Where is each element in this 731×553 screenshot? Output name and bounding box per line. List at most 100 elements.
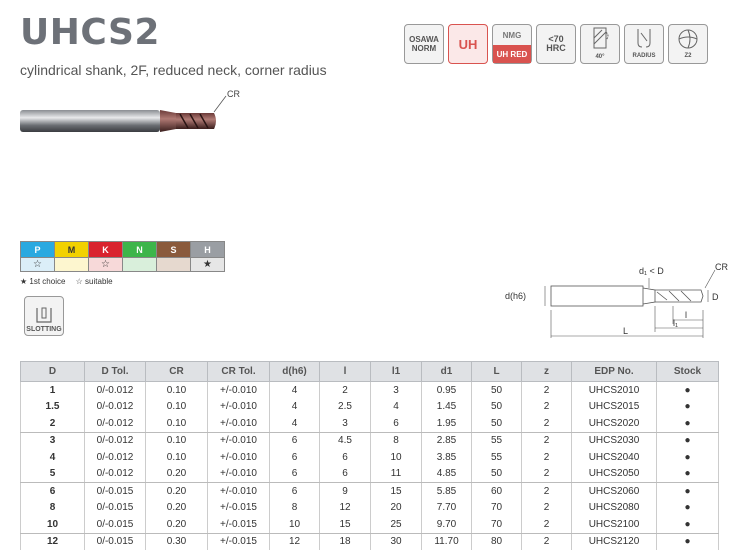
table-cell: 0.10 bbox=[145, 415, 208, 433]
table-cell: 0.20 bbox=[145, 482, 208, 500]
product-title: UHCS2 bbox=[20, 12, 160, 53]
table-cell: 0/-0.015 bbox=[84, 499, 146, 516]
table-cell: 4.85 bbox=[421, 465, 472, 483]
table-cell: 12 bbox=[319, 499, 371, 516]
cr-label: CR bbox=[227, 89, 240, 99]
table-cell: ● bbox=[656, 482, 719, 500]
table-cell: 15 bbox=[370, 482, 422, 500]
table-cell: 8 bbox=[269, 499, 320, 516]
hrc-badge: <70 HRC bbox=[536, 24, 576, 64]
table-cell: +/-0.010 bbox=[207, 482, 270, 500]
material-m: M bbox=[54, 241, 89, 258]
material-n: N bbox=[122, 241, 157, 258]
norm-label: NORM bbox=[411, 44, 437, 53]
flutes-badge: Z2 bbox=[668, 24, 708, 64]
slotting-icon bbox=[36, 307, 52, 323]
hrc-value: <70 bbox=[548, 34, 564, 44]
flutes-label: Z2 bbox=[684, 53, 692, 59]
table-cell: 50 bbox=[471, 415, 522, 433]
table-cell: 2 bbox=[20, 415, 85, 433]
table-cell: 80 bbox=[471, 533, 522, 550]
table-cell: 6 bbox=[269, 465, 320, 483]
table-cell: UHCS2040 bbox=[571, 449, 657, 466]
table-cell: 10 bbox=[269, 516, 320, 534]
table-cell: 0/-0.012 bbox=[84, 432, 146, 449]
table-cell: 9 bbox=[319, 482, 371, 500]
label-l: l bbox=[685, 310, 687, 320]
table-cell: 7.70 bbox=[421, 499, 472, 516]
table-cell: UHCS2015 bbox=[571, 398, 657, 415]
table-cell: 0.20 bbox=[145, 465, 208, 483]
table-cell: 6 bbox=[319, 449, 371, 466]
col-l1: l1 bbox=[370, 361, 422, 382]
table-cell: 0/-0.015 bbox=[84, 533, 146, 550]
col-edp: EDP No. bbox=[571, 361, 657, 382]
col-l: l bbox=[319, 361, 371, 382]
table-cell: 12 bbox=[20, 533, 85, 550]
spec-header-row: D D Tol. CR CR Tol. d(h6) l l1 d1 L z ED… bbox=[20, 361, 719, 382]
table-cell: 25 bbox=[370, 516, 422, 534]
radius-label: RADIUS bbox=[632, 53, 656, 59]
table-cell: 11 bbox=[370, 465, 422, 483]
table-cell: 6 bbox=[269, 482, 320, 500]
table-cell: ● bbox=[656, 432, 719, 449]
table-cell: 4 bbox=[269, 381, 320, 399]
table-cell: 30 bbox=[370, 533, 422, 550]
table-cell: 0.10 bbox=[145, 432, 208, 449]
table-cell: 0/-0.012 bbox=[84, 381, 146, 399]
label-L: L bbox=[623, 326, 628, 336]
nmg-label: NMG bbox=[502, 30, 522, 40]
col-z: z bbox=[521, 361, 572, 382]
table-cell: 50 bbox=[471, 465, 522, 483]
end-mill-image: CR bbox=[20, 89, 240, 132]
table-cell: ● bbox=[656, 465, 719, 483]
label-d1: d₁ < D bbox=[639, 266, 664, 276]
table-cell: 4 bbox=[370, 398, 422, 415]
table-cell: +/-0.010 bbox=[207, 381, 270, 399]
table-cell: 2 bbox=[521, 533, 572, 550]
col-cr-tol: CR Tol. bbox=[207, 361, 270, 382]
table-cell: +/-0.010 bbox=[207, 449, 270, 466]
product-subtitle: cylindrical shank, 2F, reduced neck, cor… bbox=[20, 62, 327, 78]
table-cell: 0.30 bbox=[145, 533, 208, 550]
table-cell: 11.70 bbox=[421, 533, 472, 550]
material-p-rating: ☆ bbox=[20, 257, 55, 272]
table-cell: +/-0.010 bbox=[207, 465, 270, 483]
table-cell: 2 bbox=[521, 415, 572, 433]
uh-red-label: UH RED bbox=[493, 45, 531, 63]
table-cell: 0.95 bbox=[421, 381, 472, 399]
table-cell: ● bbox=[656, 415, 719, 433]
table-cell: 0/-0.015 bbox=[84, 482, 146, 500]
table-cell: UHCS2100 bbox=[571, 516, 657, 534]
col-d-tol: D Tol. bbox=[84, 361, 146, 382]
table-cell: 5 bbox=[20, 465, 85, 483]
hrc-unit: HRC bbox=[546, 43, 566, 53]
material-s-rating bbox=[156, 257, 191, 272]
table-cell: 12 bbox=[269, 533, 320, 550]
table-cell: UHCS2060 bbox=[571, 482, 657, 500]
feature-badges: OSAWA NORM UH NMG UH RED <70 HRC 40° RAD… bbox=[404, 24, 708, 64]
col-L: L bbox=[471, 361, 522, 382]
table-cell: 10 bbox=[370, 449, 422, 466]
table-cell: 9.70 bbox=[421, 516, 472, 534]
table-cell: ● bbox=[656, 533, 719, 550]
table-cell: 2 bbox=[319, 381, 371, 399]
table-cell: 0.10 bbox=[145, 381, 208, 399]
table-cell: UHCS2080 bbox=[571, 499, 657, 516]
table-cell: +/-0.010 bbox=[207, 432, 270, 449]
table-cell: 6 bbox=[269, 432, 320, 449]
table-cell: ● bbox=[656, 499, 719, 516]
table-cell: UHCS2010 bbox=[571, 381, 657, 399]
col-stock: Stock bbox=[656, 361, 719, 382]
material-k: K bbox=[88, 241, 123, 258]
table-cell: 50 bbox=[471, 381, 522, 399]
table-cell: 0/-0.012 bbox=[84, 415, 146, 433]
table-cell: 8 bbox=[20, 499, 85, 516]
table-cell: 50 bbox=[471, 398, 522, 415]
table-cell: ● bbox=[656, 516, 719, 534]
